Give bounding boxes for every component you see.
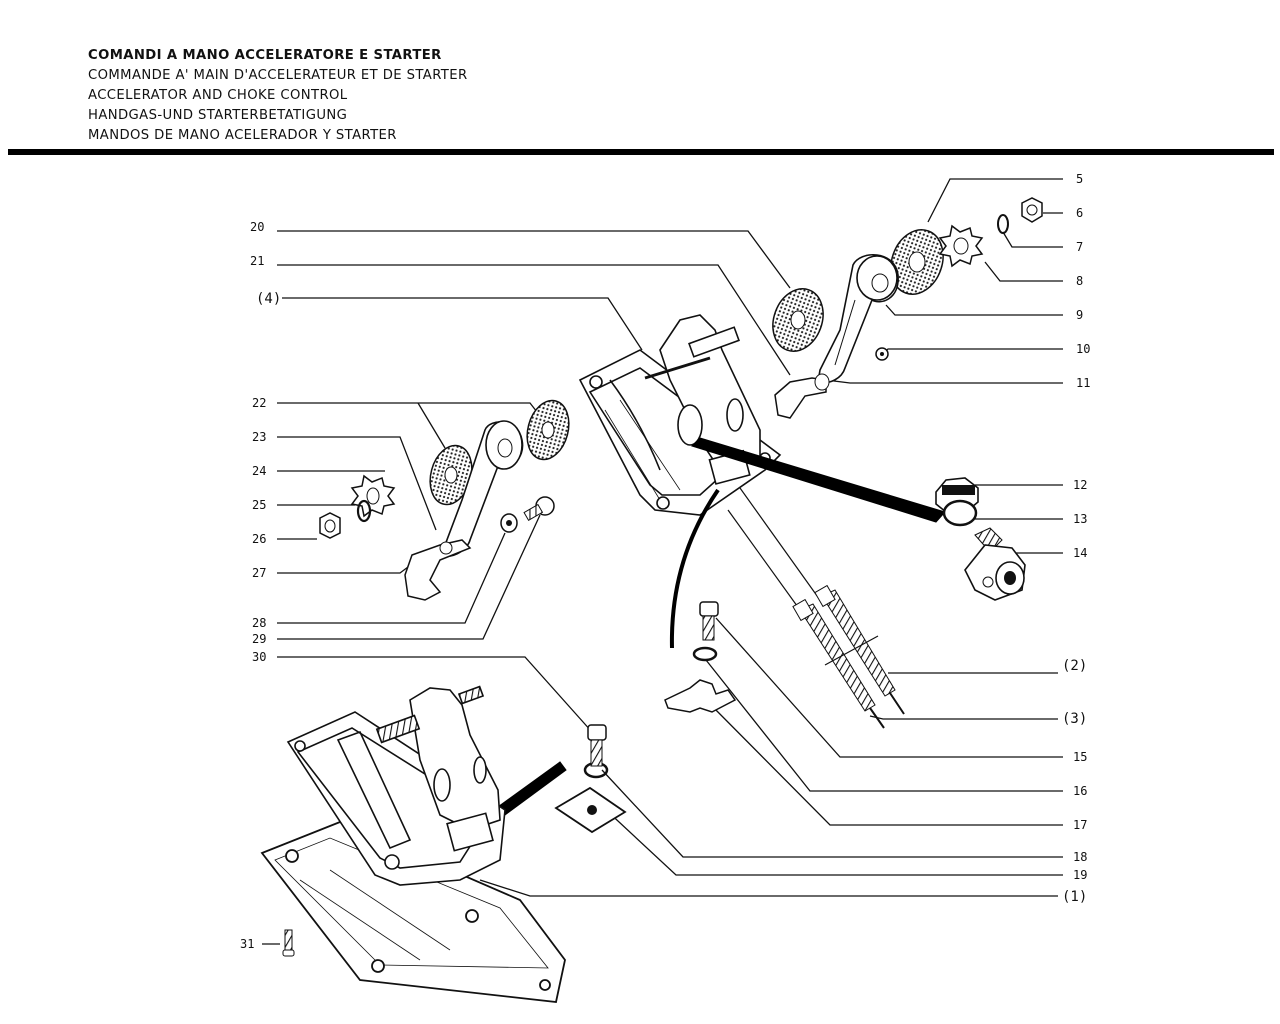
callout-19: 19: [1073, 868, 1087, 882]
leader-4: [282, 297, 643, 351]
part-23-lever: [438, 420, 524, 557]
callout-3: (3): [1062, 711, 1087, 727]
part-30-bolt: [587, 724, 607, 767]
callout-labels: 5 6 7 8 9 10 11 12 13 14 (2) (3) 15 16 1…: [240, 172, 1090, 951]
part-22-friction-disc-a: [429, 444, 473, 506]
leader-9: [885, 304, 1063, 316]
part-17-cable-clip: [664, 679, 737, 713]
callout-22: 22: [252, 396, 266, 410]
leader-28: [277, 532, 506, 624]
part-5-friction-disc: [890, 229, 944, 295]
leader-7: [1002, 231, 1063, 248]
part-10-nut: [875, 347, 889, 361]
part-20-friction-disc: [772, 288, 824, 352]
callout-25: 25: [252, 498, 266, 512]
callout-20: 20: [250, 220, 264, 234]
part-25-lock-washer: [356, 499, 372, 523]
leader-29: [277, 514, 541, 640]
callout-16: 16: [1073, 784, 1087, 798]
callout-28: 28: [252, 616, 266, 630]
leader-20: [277, 230, 791, 289]
lower-control-assembly: [286, 685, 506, 886]
leader-30: [277, 656, 593, 733]
part-6-nut: [1021, 197, 1043, 223]
part-15-bolt: [699, 601, 719, 641]
leader-18: [601, 769, 1063, 858]
leader-10: [881, 348, 1063, 355]
callout-2: (2): [1062, 658, 1087, 674]
callout-31: 31: [240, 937, 254, 951]
part-11-knob: [774, 373, 830, 419]
callout-30: 30: [252, 650, 266, 664]
leader-3: [869, 715, 1058, 720]
part-19-square-nut: [554, 786, 627, 834]
callout-14: 14: [1073, 546, 1087, 560]
leader-23: [277, 436, 437, 531]
part-2-3-cables: [727, 487, 905, 729]
callout-15: 15: [1073, 750, 1087, 764]
leader-1: [479, 879, 1058, 897]
callout-7: 7: [1076, 240, 1083, 254]
callout-29: 29: [252, 632, 266, 646]
leader-22b: [417, 402, 446, 449]
leader-16: [705, 659, 1063, 792]
callout-9: 9: [1076, 308, 1083, 322]
title-english: ACCELERATOR AND CHOKE CONTROL: [88, 88, 348, 103]
leader-17: [707, 701, 1063, 826]
callout-1: (1): [1062, 889, 1087, 905]
part-27-knob: [404, 539, 472, 601]
part-16-lock-washer: [692, 646, 718, 662]
part-29-screw: [523, 496, 555, 522]
title-german: HANDGAS-UND STARTERBETATIGUNG: [88, 108, 348, 123]
part-9-lever: [817, 253, 899, 384]
callout-6: 6: [1076, 206, 1083, 220]
leader-lines-right: [479, 178, 1063, 897]
callout-27: 27: [252, 566, 266, 580]
title-italian: COMANDI A MANO ACCELERATORE E STARTER: [88, 48, 442, 63]
callout-23: 23: [252, 430, 266, 444]
callout-26: 26: [252, 532, 266, 546]
callout-5: 5: [1076, 172, 1083, 186]
part-1-mounting-plate: [260, 821, 566, 1003]
part-22-friction-disc-b: [526, 399, 570, 461]
part-4-control-bracket: [578, 314, 782, 516]
part-14-cable-clamp: [964, 527, 1026, 601]
part-31-screw: [282, 929, 295, 957]
callout-13: 13: [1073, 512, 1087, 526]
callout-24: 24: [252, 464, 266, 478]
callout-18: 18: [1073, 850, 1087, 864]
title-spanish: MANDOS DE MANO ACELERADOR Y STARTER: [88, 128, 397, 143]
title-french: COMMANDE A' MAIN D'ACCELERATEUR ET DE ST…: [88, 68, 468, 83]
part-13-washer: [942, 499, 978, 527]
callout-10: 10: [1076, 342, 1090, 356]
leader-27: [277, 563, 413, 574]
part-8-star-washer: [938, 224, 984, 268]
header-titles: COMANDI A MANO ACCELERATORE E STARTER CO…: [88, 46, 468, 146]
leader-22: [277, 402, 538, 413]
part-24-star-washer: [350, 474, 396, 518]
header-rule: [8, 149, 1274, 155]
part-7-lock-washer: [997, 214, 1009, 234]
callout-8: 8: [1076, 274, 1083, 288]
callout-21: 21: [250, 254, 264, 268]
part-28-nut: [500, 513, 518, 533]
leader-5: [927, 178, 1063, 223]
leader-11: [825, 379, 1063, 384]
leader-15: [715, 617, 1063, 758]
leader-19: [603, 807, 1063, 876]
callout-4: (4): [256, 291, 281, 307]
leader-21: [277, 264, 791, 376]
part-26-nut: [319, 512, 341, 539]
callout-11: 11: [1076, 376, 1090, 390]
callout-12: 12: [1073, 478, 1087, 492]
leader-8: [984, 261, 1063, 282]
callout-17: 17: [1073, 818, 1087, 832]
leader-lines-left: [262, 230, 791, 945]
